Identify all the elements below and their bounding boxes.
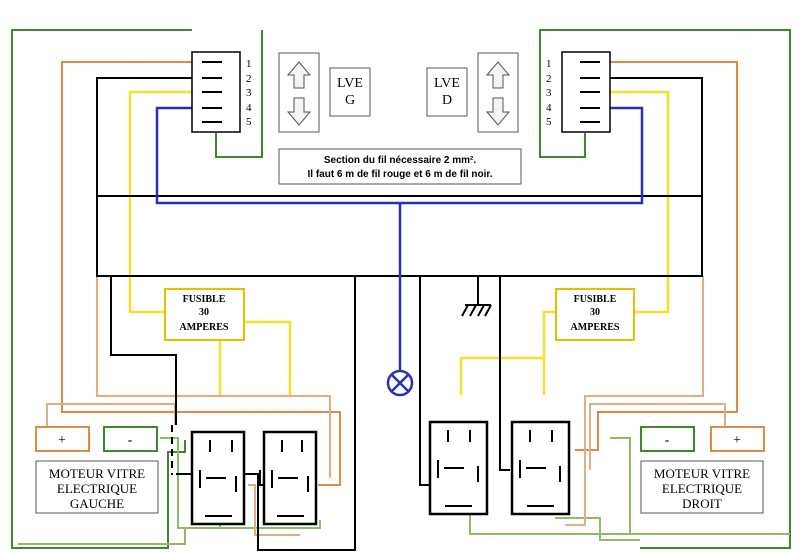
terminal-minus-right: -	[640, 426, 695, 452]
arrow-up-icon	[286, 61, 312, 89]
pin-number: 1	[246, 58, 252, 70]
lightgreen-wire-right-b	[555, 517, 640, 541]
tan-wire-right-mid	[565, 276, 704, 526]
green-wire-left-switch	[215, 30, 263, 158]
yellow-wire-left-in	[128, 90, 192, 314]
orange-wire-right	[575, 61, 738, 451]
svg-text:FUSIBLE: FUSIBLE	[574, 294, 617, 305]
green-wire-left-outer	[11, 29, 192, 549]
black-wire-right-a	[419, 276, 432, 486]
svg-text:LVE: LVE	[434, 76, 460, 91]
black-wire-left-switch	[96, 77, 192, 196]
svg-text:-: -	[665, 433, 670, 448]
svg-text:GAUCHE: GAUCHE	[70, 496, 124, 511]
tan-wire-right-terminal	[589, 403, 726, 470]
yellow-wires	[128, 90, 670, 395]
svg-text:30: 30	[199, 307, 209, 318]
yellow-wire-right-in	[610, 90, 670, 314]
svg-text:-: -	[128, 433, 133, 448]
motor-right: MOTEUR VITRE ELECTRIQUE DROIT	[640, 460, 764, 514]
relay-right-2	[510, 420, 571, 516]
svg-text:FUSIBLE: FUSIBLE	[183, 294, 226, 305]
pin-number: 4	[246, 102, 252, 114]
pin-number: 5	[246, 116, 252, 128]
arrow-down-icon	[286, 97, 312, 126]
pin-number: 2	[246, 73, 252, 85]
terminal-plus-left: +	[35, 426, 90, 452]
ground-icon	[461, 304, 492, 317]
black-wire-right-switch	[610, 77, 703, 196]
svg-text:LVE: LVE	[337, 76, 363, 91]
pin-number: 4	[546, 102, 552, 114]
svg-text:AMPERES: AMPERES	[571, 322, 620, 333]
orange-wires	[61, 61, 738, 486]
lightgreen-wire-left-b	[18, 520, 321, 545]
svg-text:ELECTRIQUE: ELECTRIQUE	[662, 481, 742, 496]
svg-text:G: G	[345, 93, 355, 108]
green-wires	[11, 29, 791, 549]
tan-wire-left-low	[248, 484, 300, 536]
relay-left-2	[262, 430, 318, 526]
relay-right-1	[428, 420, 489, 516]
svg-text:Section du fil nécessaire 2 mm: Section du fil nécessaire 2 mm².	[324, 155, 476, 166]
svg-text:Il faut 6 m de fil rouge et 6: Il faut 6 m de fil rouge et 6 m de fil n…	[307, 169, 492, 180]
lamp-icon	[386, 369, 414, 397]
lve-label-right: LVE D	[426, 67, 468, 117]
lve-label-left: LVE G	[329, 67, 371, 117]
yellow-wire-right-left	[459, 310, 556, 395]
motor-left: MOTEUR VITRE ELECTRIQUE GAUCHE	[35, 460, 159, 514]
svg-text:+: +	[733, 433, 741, 448]
tan-wire-left-terminal	[46, 403, 176, 427]
svg-text:+: +	[58, 433, 66, 448]
connector-right	[561, 51, 611, 133]
pin-number: 5	[546, 116, 552, 128]
pin-number: 3	[546, 87, 552, 99]
connector-left	[191, 51, 241, 133]
relay-left-1	[190, 430, 246, 526]
svg-text:MOTEUR VITRE: MOTEUR VITRE	[654, 466, 750, 481]
fuse-right: FUSIBLE 30 AMPERES	[555, 288, 635, 341]
blue-wires	[155, 106, 644, 370]
terminal-minus-left: -	[103, 426, 158, 452]
wire-section-note: Section du fil nécessaire 2 mm². Il faut…	[278, 148, 522, 185]
terminal-plus-right: +	[710, 426, 765, 452]
tan-wires	[46, 276, 726, 536]
yellow-wire-left-right	[244, 320, 292, 395]
svg-text:MOTEUR VITRE: MOTEUR VITRE	[49, 466, 145, 481]
fuse-left: FUSIBLE 30 AMPERES	[164, 288, 245, 341]
rocker-switch-right	[477, 52, 519, 133]
pin-number: 2	[546, 73, 552, 85]
pin-number: 3	[246, 87, 252, 99]
arrow-up-icon	[485, 61, 511, 89]
tan-wire-left-mid	[96, 276, 331, 478]
svg-text:DROIT: DROIT	[682, 496, 722, 511]
pin-numbers-right: 1 2 3 4 5	[546, 58, 552, 128]
green-wire-right-outer	[610, 29, 791, 549]
lightgreen-wire-right-a	[469, 512, 790, 535]
green-wire-right-switch	[539, 29, 610, 158]
arrow-down-icon	[485, 97, 511, 126]
orange-wire-left	[61, 61, 341, 486]
rocker-switch-left	[278, 52, 320, 133]
pin-numbers-left: 1 2 3 4 5	[246, 58, 252, 128]
svg-text:D: D	[442, 93, 452, 108]
svg-text:ELECTRIQUE: ELECTRIQUE	[57, 481, 137, 496]
svg-text:30: 30	[590, 307, 600, 318]
lightgreen-wire-right-c	[610, 437, 631, 535]
pin-number: 1	[546, 58, 552, 70]
black-wire-left-a	[110, 276, 177, 425]
black-wire-right-b	[499, 276, 510, 471]
svg-text:AMPERES: AMPERES	[180, 322, 229, 333]
